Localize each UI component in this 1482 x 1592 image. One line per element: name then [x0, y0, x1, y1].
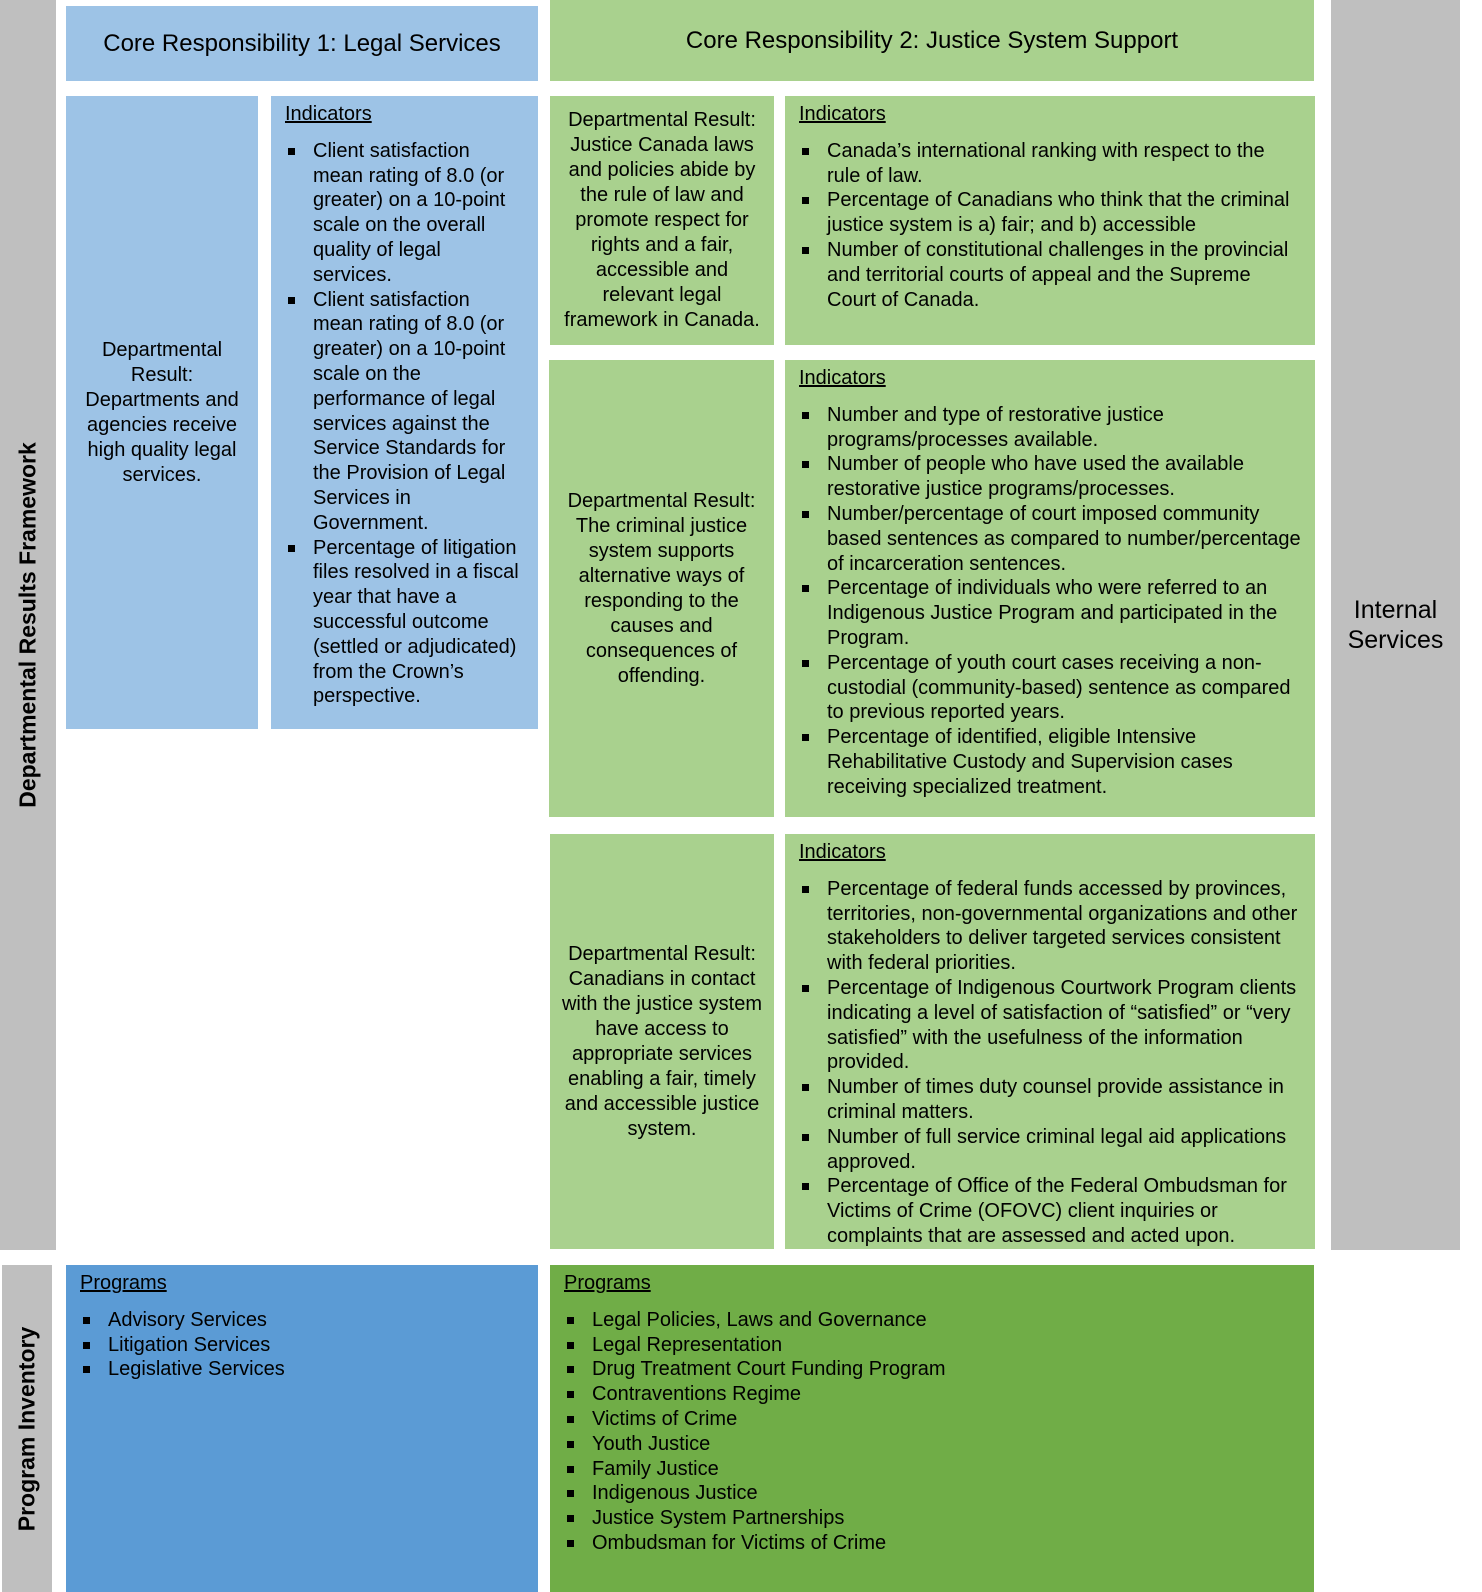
internal-services-line2: Services	[1347, 626, 1444, 654]
framework-side-label: Departmental Results Framework	[0, 0, 56, 1250]
framework-label-text: Departmental Results Framework	[14, 442, 41, 808]
core2-indicators3-box: Indicators Percentage of federal funds a…	[785, 834, 1315, 1249]
core2-indicators3-heading: Indicators	[799, 841, 886, 863]
indicator-item: Number of constitutional challenges in t…	[799, 238, 1301, 312]
core2-programs-list: Legal Policies, Laws and Governance Lega…	[564, 1308, 1300, 1556]
indicator-item: Client satisfaction mean rating of 8.0 (…	[285, 139, 524, 288]
core2-result1-box: Departmental Result: Justice Canada laws…	[550, 96, 774, 345]
core2-result2-text: Departmental Result: The criminal justic…	[567, 489, 756, 687]
core1-title: Core Responsibility 1: Legal Services	[103, 29, 501, 57]
core1-result-box: Departmental Result: Departments and age…	[66, 96, 258, 729]
core2-indicators1-list: Canada’s international ranking with resp…	[799, 139, 1301, 313]
internal-services-label: Internal Services	[1348, 595, 1444, 655]
core2-result3-text: Departmental Result: Canadians in contac…	[561, 942, 763, 1140]
program-item: Drug Treatment Court Funding Program	[564, 1357, 1300, 1382]
core2-result1-text: Departmental Result: Justice Canada laws…	[564, 109, 760, 331]
program-item: Justice System Partnerships	[564, 1506, 1300, 1531]
indicator-item: Percentage of Indigenous Courtwork Progr…	[799, 976, 1301, 1075]
indicator-item: Percentage of individuals who were refer…	[799, 576, 1301, 650]
program-item: Youth Justice	[564, 1432, 1300, 1457]
core1-programs-list: Advisory Services Litigation Services Le…	[80, 1308, 524, 1382]
core1-indicators-heading: Indicators	[285, 103, 372, 125]
core1-indicators-list: Client satisfaction mean rating of 8.0 (…	[285, 139, 524, 709]
indicator-item: Canada’s international ranking with resp…	[799, 139, 1301, 189]
core2-header: Core Responsibility 2: Justice System Su…	[550, 0, 1314, 81]
indicator-item: Number/percentage of court imposed commu…	[799, 502, 1301, 576]
indicator-item: Percentage of identified, eligible Inten…	[799, 725, 1301, 799]
program-item: Legislative Services	[80, 1357, 524, 1382]
core2-indicators1-heading: Indicators	[799, 103, 886, 125]
indicator-item: Percentage of federal funds accessed by …	[799, 877, 1301, 976]
indicator-item: Percentage of youth court cases receivin…	[799, 651, 1301, 725]
core2-indicators2-list: Number and type of restorative justice p…	[799, 403, 1301, 800]
core2-indicators3-list: Percentage of federal funds accessed by …	[799, 877, 1301, 1249]
program-item: Ombudsman for Victims of Crime	[564, 1531, 1300, 1556]
indicator-item: Percentage of Office of the Federal Ombu…	[799, 1174, 1301, 1248]
core1-result-text: Departmental Result: Departments and age…	[85, 338, 239, 486]
core2-result2-box: Departmental Result: The criminal justic…	[549, 360, 774, 817]
program-item: Victims of Crime	[564, 1407, 1300, 1432]
core2-result3-box: Departmental Result: Canadians in contac…	[550, 834, 774, 1249]
core2-title: Core Responsibility 2: Justice System Su…	[685, 26, 1179, 54]
indicator-item: Client satisfaction mean rating of 8.0 (…	[285, 288, 524, 536]
program-item: Litigation Services	[80, 1333, 524, 1358]
program-item: Indigenous Justice	[564, 1481, 1300, 1506]
core1-programs-heading: Programs	[80, 1272, 167, 1294]
program-item: Family Justice	[564, 1457, 1300, 1482]
program-item: Advisory Services	[80, 1308, 524, 1333]
core2-programs-box: Programs Legal Policies, Laws and Govern…	[550, 1265, 1314, 1592]
inventory-label-text: Program Inventory	[13, 1326, 40, 1531]
inventory-side-label: Program Inventory	[2, 1265, 52, 1592]
core2-indicators2-heading: Indicators	[799, 367, 886, 389]
internal-services-line1: Internal	[1353, 596, 1438, 624]
core1-header: Core Responsibility 1: Legal Services	[66, 6, 538, 81]
indicator-item: Percentage of Canadians who think that t…	[799, 188, 1301, 238]
indicator-item: Number of times duty counsel provide ass…	[799, 1075, 1301, 1125]
program-item: Legal Representation	[564, 1333, 1300, 1358]
core2-programs-heading: Programs	[564, 1272, 651, 1294]
core2-indicators2-box: Indicators Number and type of restorativ…	[785, 360, 1315, 817]
internal-services-column: Internal Services	[1331, 0, 1460, 1250]
indicator-item: Number and type of restorative justice p…	[799, 403, 1301, 453]
core1-programs-box: Programs Advisory Services Litigation Se…	[66, 1265, 538, 1592]
program-item: Legal Policies, Laws and Governance	[564, 1308, 1300, 1333]
core1-indicators-box: Indicators Client satisfaction mean rati…	[271, 96, 538, 729]
indicator-item: Number of full service criminal legal ai…	[799, 1125, 1301, 1175]
indicator-item: Percentage of litigation files resolved …	[285, 536, 524, 710]
indicator-item: Number of people who have used the avail…	[799, 452, 1301, 502]
program-item: Contraventions Regime	[564, 1382, 1300, 1407]
core2-indicators1-box: Indicators Canada’s international rankin…	[785, 96, 1315, 345]
